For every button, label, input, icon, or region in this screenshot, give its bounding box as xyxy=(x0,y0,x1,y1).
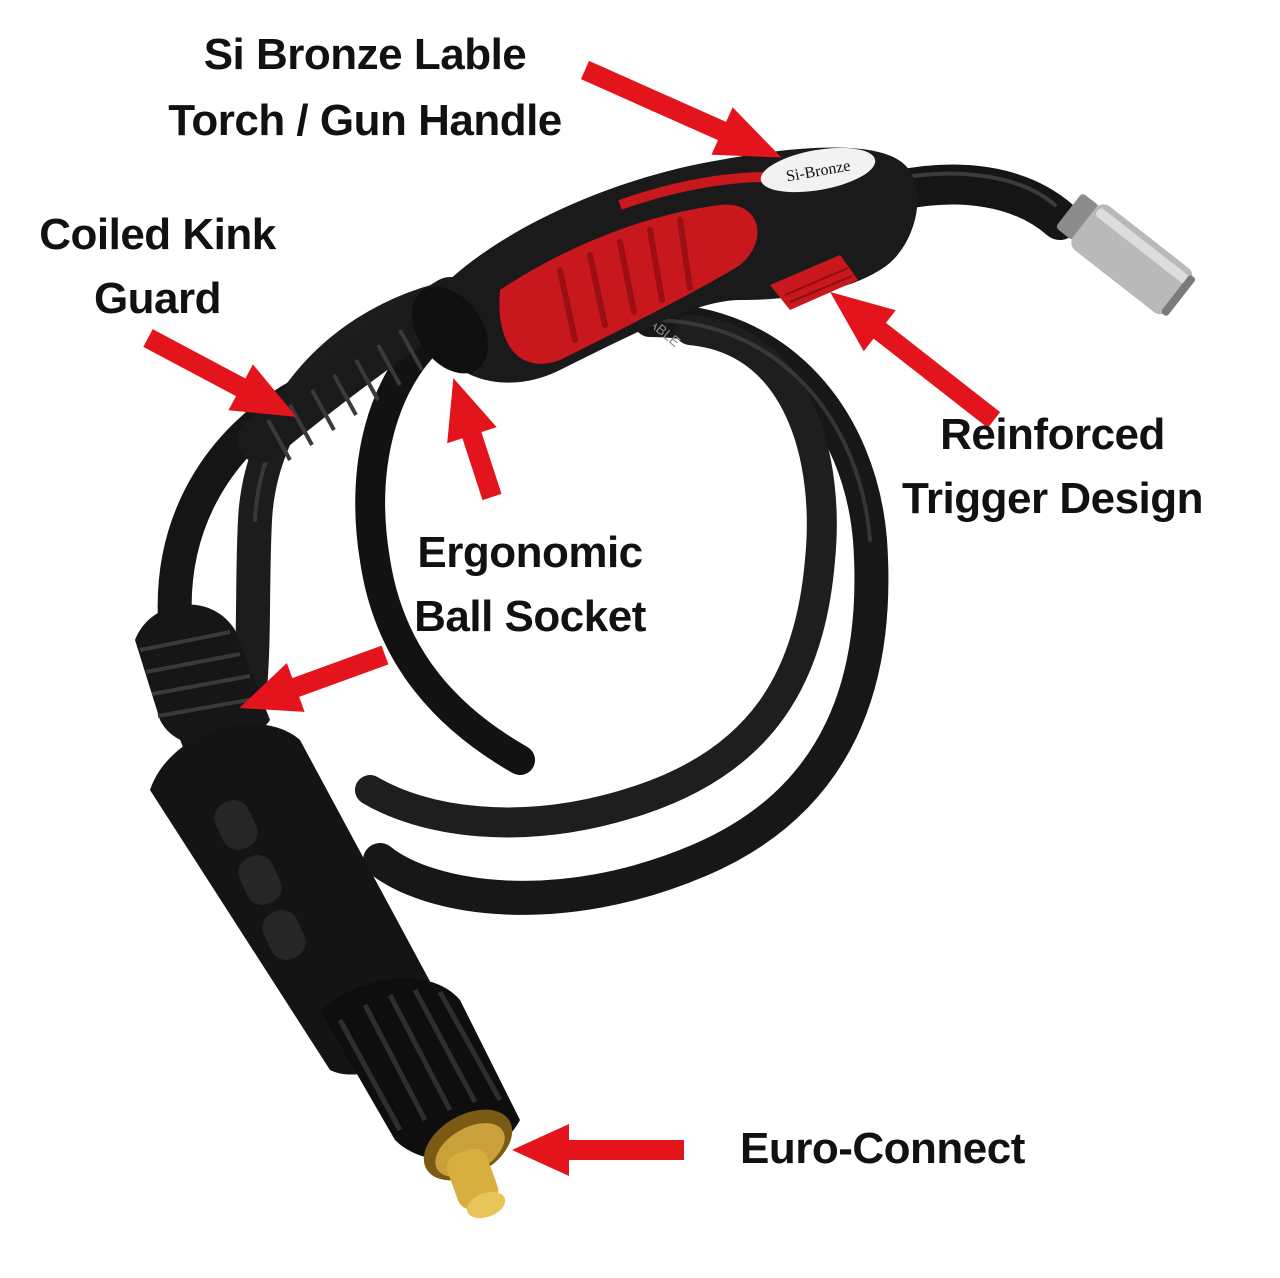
nozzle xyxy=(1056,194,1196,316)
euro-brass-pin xyxy=(423,1109,513,1219)
callout-handle: Si Bronze Lable Torch / Gun Handle xyxy=(140,30,590,146)
cable-right-loop-inner xyxy=(355,315,837,838)
callout-handle-line1: Si Bronze Lable xyxy=(203,30,527,79)
arrow-euro-connect xyxy=(512,1124,684,1176)
arrow-ergonomic xyxy=(239,645,389,712)
callout-kink-guard-line2: Guard xyxy=(93,274,222,323)
torch-handle: Si-Bronze xyxy=(411,147,918,383)
callout-kink-guard-line1: Coiled Kink xyxy=(39,210,276,259)
callout-ball-socket-line2: Ball Socket xyxy=(414,592,646,641)
callout-arrows xyxy=(143,60,1001,1176)
trigger xyxy=(770,255,858,310)
callout-euro: Euro-Connect xyxy=(740,1124,1025,1174)
callout-trigger-line2: Trigger Design xyxy=(901,474,1204,523)
arrow-kink-guard xyxy=(143,329,297,417)
arrow-handle xyxy=(580,60,782,158)
arrow-ball-socket-top xyxy=(447,378,502,501)
callout-kink-guard: Coiled Kink Guard xyxy=(15,210,300,324)
arrow-trigger xyxy=(830,291,1001,428)
euro-connector xyxy=(135,604,520,1219)
cable-lower-loop xyxy=(355,315,535,775)
callout-trigger: Reinforced Trigger Design xyxy=(880,410,1225,524)
callout-ball-socket: Ergonomic Ball Socket xyxy=(395,528,665,642)
callout-trigger-line1: Reinforced xyxy=(940,410,1165,459)
callout-euro-line1: Euro-Connect xyxy=(740,1124,1025,1173)
gooseneck xyxy=(880,164,1080,240)
callout-handle-line2: Torch / Gun Handle xyxy=(168,96,562,145)
callout-ball-socket-line1: Ergonomic xyxy=(417,528,643,577)
